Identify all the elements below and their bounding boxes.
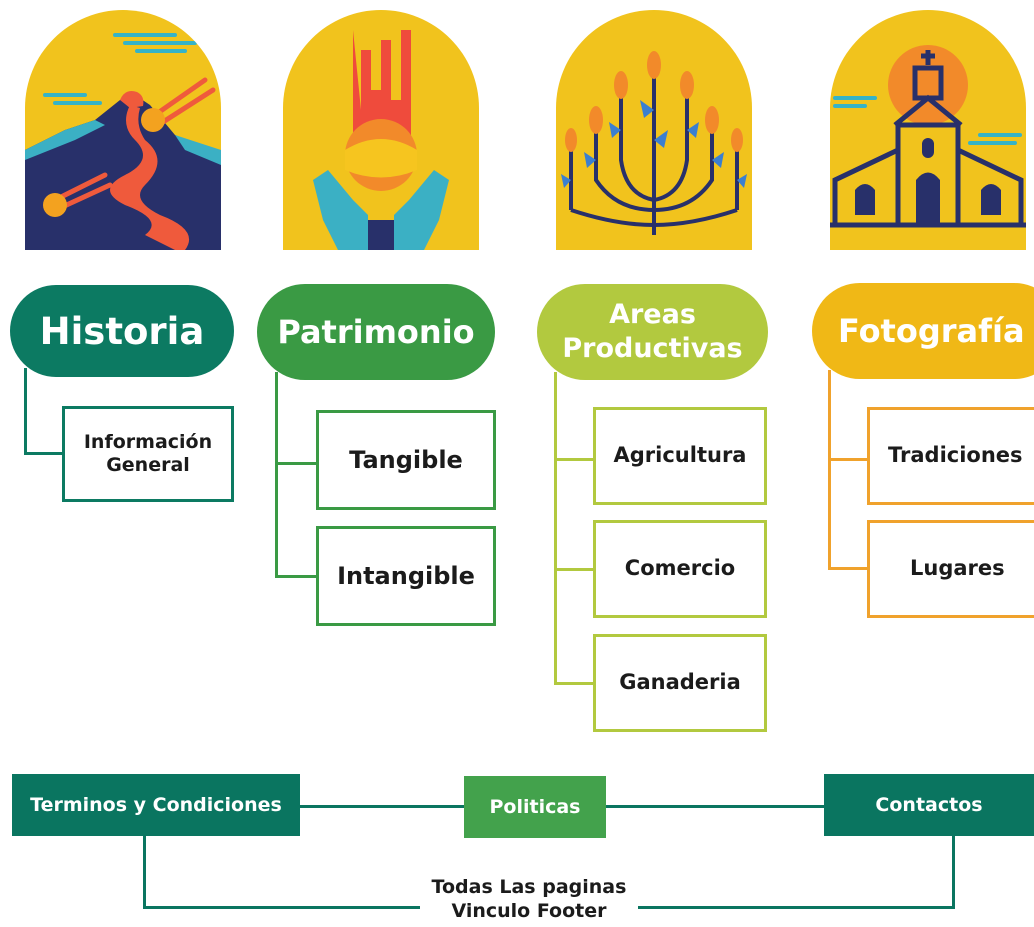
subitem-label: Comercio (624, 556, 736, 581)
connector-line (275, 372, 278, 577)
subitem-tradiciones[interactable]: Tradiciones (867, 407, 1034, 505)
church-illustration (830, 10, 1026, 250)
footer-contactos-button[interactable]: Contactos (824, 774, 1034, 836)
footer-connector (143, 906, 420, 909)
subitem-ganaderia[interactable]: Ganaderia (593, 634, 767, 732)
subitem-label: Intangible (337, 561, 475, 590)
connector-line (828, 370, 831, 570)
subitem-label: Información General (83, 431, 213, 476)
volcano-illustration (25, 10, 221, 250)
subitem-lugares[interactable]: Lugares (867, 520, 1034, 618)
category-patrimonio[interactable]: Patrimonio (257, 284, 495, 380)
category-title: Fotografía (838, 312, 1025, 350)
footer-note-line2: Vinculo Footer (451, 899, 607, 922)
footer-note: Todas Las paginas Vinculo Footer (420, 876, 638, 924)
connector-line (275, 462, 317, 465)
subitem-tangible[interactable]: Tangible (316, 410, 496, 510)
subitem-comercio[interactable]: Comercio (593, 520, 767, 618)
subitem-label: Lugares (910, 556, 1005, 581)
footer-note-line1: Todas Las paginas (431, 876, 627, 898)
footer-label: Terminos y Condiciones (30, 794, 282, 816)
category-areas-productivas[interactable]: Areas Productivas (537, 284, 768, 380)
subitem-agricultura[interactable]: Agricultura (593, 407, 767, 505)
connector-line (554, 372, 557, 684)
footer-terminos-button[interactable]: Terminos y Condiciones (12, 774, 300, 836)
connector-line (554, 568, 594, 571)
connector-line (554, 458, 594, 461)
subitem-label: Agricultura (613, 443, 747, 468)
connector-line (275, 575, 317, 578)
corn-plant-illustration (556, 10, 752, 250)
category-title-line2: Productivas (562, 333, 743, 364)
footer-label: Politicas (489, 796, 581, 818)
connector-line (828, 458, 868, 461)
category-title-line1: Areas (609, 299, 696, 331)
connector-line (554, 682, 594, 685)
subitem-label: Ganaderia (619, 670, 741, 695)
subitem-label: Tangible (349, 445, 463, 474)
subitem-informacion-general[interactable]: Información General (62, 406, 234, 502)
footer-label: Contactos (875, 794, 983, 816)
hands-sun-illustration (283, 10, 479, 250)
footer-politicas-button[interactable]: Politicas (464, 776, 606, 838)
connector-line (24, 452, 64, 455)
subitem-intangible[interactable]: Intangible (316, 526, 496, 626)
subitem-label: Tradiciones (888, 443, 1023, 468)
category-title: Patrimonio (277, 313, 475, 351)
connector-line (24, 368, 27, 454)
footer-connector (143, 834, 146, 908)
category-historia[interactable]: Historia (10, 285, 234, 377)
footer-connector (638, 906, 955, 909)
footer-connector (952, 836, 955, 908)
connector-line (828, 567, 868, 570)
category-title: Historia (39, 309, 205, 353)
category-fotografia[interactable]: Fotografía (812, 283, 1034, 379)
